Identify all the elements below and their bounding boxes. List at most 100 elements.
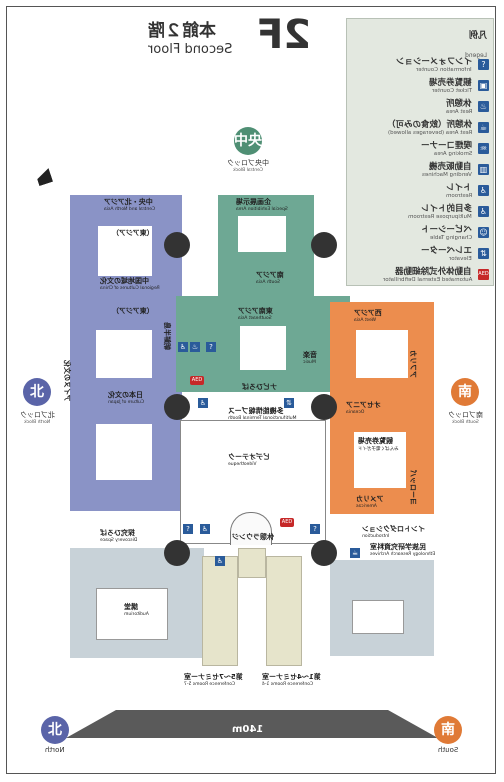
room-africa: アフリカ — [409, 350, 417, 378]
room-central-north-asia: 中央・北アジア Central and North Asia — [104, 198, 156, 212]
beverage-icon: ☕ — [350, 548, 360, 558]
legend-item-label: インフォメーション — [395, 57, 472, 67]
legend-item-label: エレベーター — [420, 246, 472, 256]
aed-icon: AED — [190, 376, 204, 385]
legend-item-label: トイレ — [446, 183, 472, 193]
auditorium-hall — [96, 588, 168, 640]
legend-item-sublabel: Vending Machines — [422, 172, 472, 178]
south-footer-label: South — [437, 746, 459, 754]
scale-bar — [66, 710, 438, 738]
legend-item-sublabel: Ticket Counter — [432, 88, 472, 94]
room-archives: 民族学研究資料室 Ethnology Research Archives — [370, 543, 436, 557]
junction-circle — [164, 394, 190, 420]
elevator-icon: ⇅ — [284, 398, 294, 408]
legend-item-sublabel: Restroom — [445, 193, 472, 199]
legend-item-sublabel: Elevator — [449, 256, 472, 262]
scale-label: 140m — [232, 724, 264, 735]
info-icon: ? — [206, 342, 216, 352]
floor-code: 2F — [256, 12, 312, 58]
legend-item-label: 多目的トイレ — [420, 204, 472, 214]
south-block-badge: 南 — [451, 378, 479, 406]
room-east-asia-2: （東アジア） — [112, 307, 154, 315]
legend-item-sublabel: Rest Area (beverages allowed) — [387, 130, 472, 136]
north-block-label: 北ブロック North Block — [19, 411, 55, 425]
info-icon: ? — [310, 524, 320, 534]
aed-icon: AED — [478, 268, 489, 280]
restroom-icon: ♿ — [198, 398, 208, 408]
ticket-icon: ▣ — [478, 79, 489, 91]
central-block-label: 中央ブロック Central Block — [227, 159, 269, 173]
legend-item-label: 観覧券売場 — [429, 78, 472, 88]
rest-area-icon: ♨ — [478, 100, 489, 112]
room-videotheque: ビデオテーク Videotheque — [228, 453, 270, 467]
room-europe: ヨーロッパ — [409, 470, 417, 505]
north-footer-badge: 北 — [41, 716, 69, 744]
junction-circle — [164, 540, 190, 566]
north-courtyard-2 — [96, 330, 152, 378]
info-icon: ? — [183, 524, 193, 534]
room-introduction: イントロダクション Introduction — [362, 525, 425, 539]
central-block-badge: 中央 — [234, 127, 262, 155]
multipurpose-restroom-icon: ♿ — [478, 205, 489, 217]
legend-item-sublabel: Information Counter — [416, 67, 472, 73]
room-special-exhibit: 企画展示場 Special Exhibition Area — [236, 198, 288, 212]
room-discovery: 探究ひろば Discovery Space — [100, 529, 138, 543]
baby-icon: ☺ — [478, 226, 489, 238]
north-block-badge: 北 — [23, 378, 51, 406]
junction-circle — [164, 232, 190, 258]
room-regional-cultures: 中国地域の文化 Regional Cultures of China — [100, 277, 160, 291]
south-courtyard-1 — [356, 330, 408, 378]
legend-item-sublabel: Smoking Area — [433, 151, 472, 157]
room-east-asia: （東アジア） — [112, 229, 154, 237]
junction-circle — [311, 232, 337, 258]
elevator-icon: ⇅ — [478, 247, 489, 259]
legend-item-sublabel: Rest Area — [445, 109, 472, 115]
junction-circle — [311, 394, 337, 420]
room-culture-japan: 日本の文化 Culture of Japan — [108, 391, 145, 405]
restroom-icon: ♿ — [478, 184, 489, 196]
room-america: アメリカ Americas — [356, 495, 384, 509]
smoking-icon: ♒ — [478, 142, 489, 154]
legend-item-sublabel: Automated External Defibrillator — [382, 277, 472, 283]
special-courtyard — [238, 216, 286, 252]
central-stairs — [230, 512, 272, 545]
legend-item-label: 休憩所 — [446, 99, 472, 109]
north-courtyard-1 — [98, 226, 152, 276]
south-footer-badge: 南 — [434, 716, 462, 744]
archives-room — [352, 600, 404, 634]
room-auditorium: 講堂 Auditorium — [124, 603, 149, 617]
room-rest-lounge: 休憩ラウンジ — [232, 533, 274, 541]
multipurpose-restroom-icon: ♿ — [215, 556, 225, 566]
room-navi-lounge: ナビひろば — [242, 383, 277, 391]
room-west-asia: 西アジア West Asia — [354, 309, 382, 323]
junction-circle — [311, 540, 337, 566]
legend-item-label: 自動体外式除細動器 — [395, 267, 472, 277]
restroom-icon: ♿ — [200, 524, 210, 534]
legend-item-label: 喫煙コーナー — [420, 141, 472, 151]
room-music: 音楽 Music — [303, 351, 317, 365]
room-conference-5-7: 第5～7セミナー室 Conference Rooms 5-7 — [184, 673, 243, 687]
room-info-service: 多機能情報ブース Multifunctional Terminal Booth — [228, 407, 297, 421]
info-icon: ? — [478, 58, 489, 70]
vending-icon: ▥ — [478, 163, 489, 175]
legend-item-label: ベビーシート — [421, 225, 472, 235]
room-korea: 朝鮮半島 — [163, 322, 171, 350]
south-block-label: 南ブロック South Block — [447, 411, 483, 425]
beverage-icon: ☕ — [478, 121, 489, 133]
north-footer-label: North — [45, 746, 65, 754]
room-conference-1-4: 第1～4セミナー室 Conference Rooms 1-4 — [262, 673, 321, 687]
legend-item-sublabel: Multipurpose Restroom — [408, 214, 472, 220]
legend-item: 休憩所（飲食のみ可）Rest Area (beverages allowed) ☕ — [387, 116, 489, 138]
legend-item-label: 自動販売機 — [429, 162, 472, 172]
conference-wing-east — [266, 556, 302, 666]
legend-item-label: 休憩所（飲食のみ可） — [386, 120, 472, 130]
room-oceania: オセアニア Oceania — [346, 401, 381, 415]
